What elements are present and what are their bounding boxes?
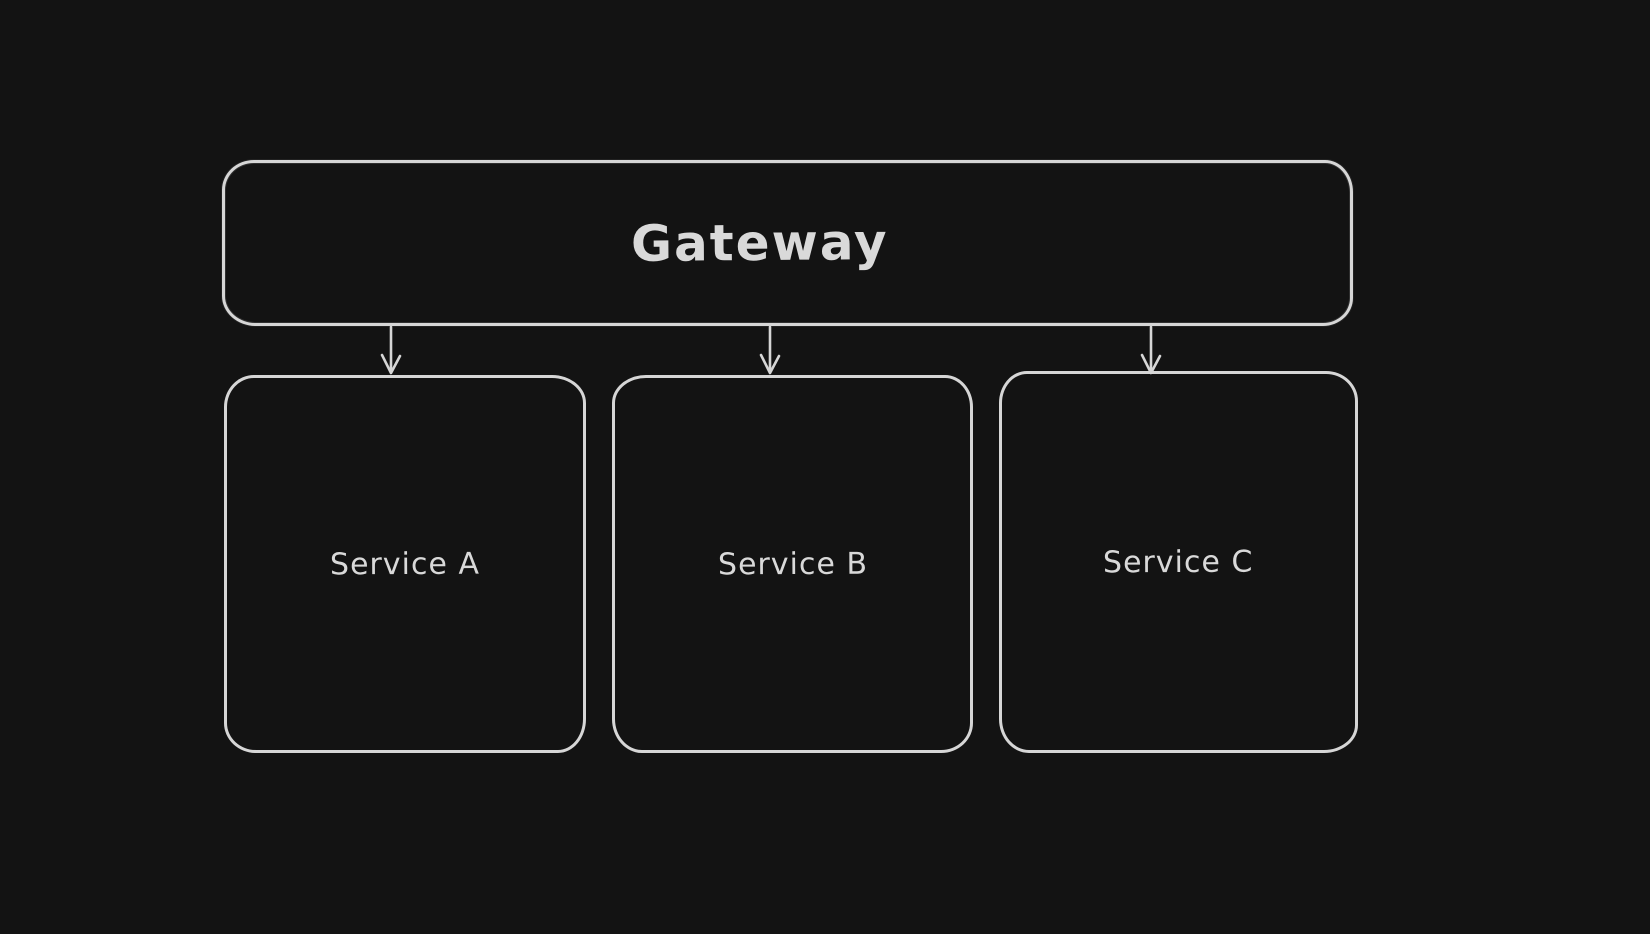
arrow-gateway-to-service-a[interactable] [376, 326, 406, 376]
node-gateway[interactable]: Gateway [222, 160, 1353, 326]
node-service-c[interactable]: Service C [999, 371, 1358, 753]
node-service-c-label: Service C [1103, 544, 1254, 580]
arrow-down-icon [1136, 326, 1166, 376]
arrow-gateway-to-service-b[interactable] [755, 326, 785, 376]
node-gateway-label: Gateway [630, 213, 889, 273]
node-service-a[interactable]: Service A [224, 375, 586, 753]
arrow-down-icon [755, 326, 785, 376]
node-service-b[interactable]: Service B [612, 375, 973, 753]
arrow-gateway-to-service-c[interactable] [1136, 326, 1166, 376]
node-service-b-label: Service B [717, 546, 868, 582]
arrow-down-icon [376, 326, 406, 376]
node-service-a-label: Service A [329, 546, 481, 582]
